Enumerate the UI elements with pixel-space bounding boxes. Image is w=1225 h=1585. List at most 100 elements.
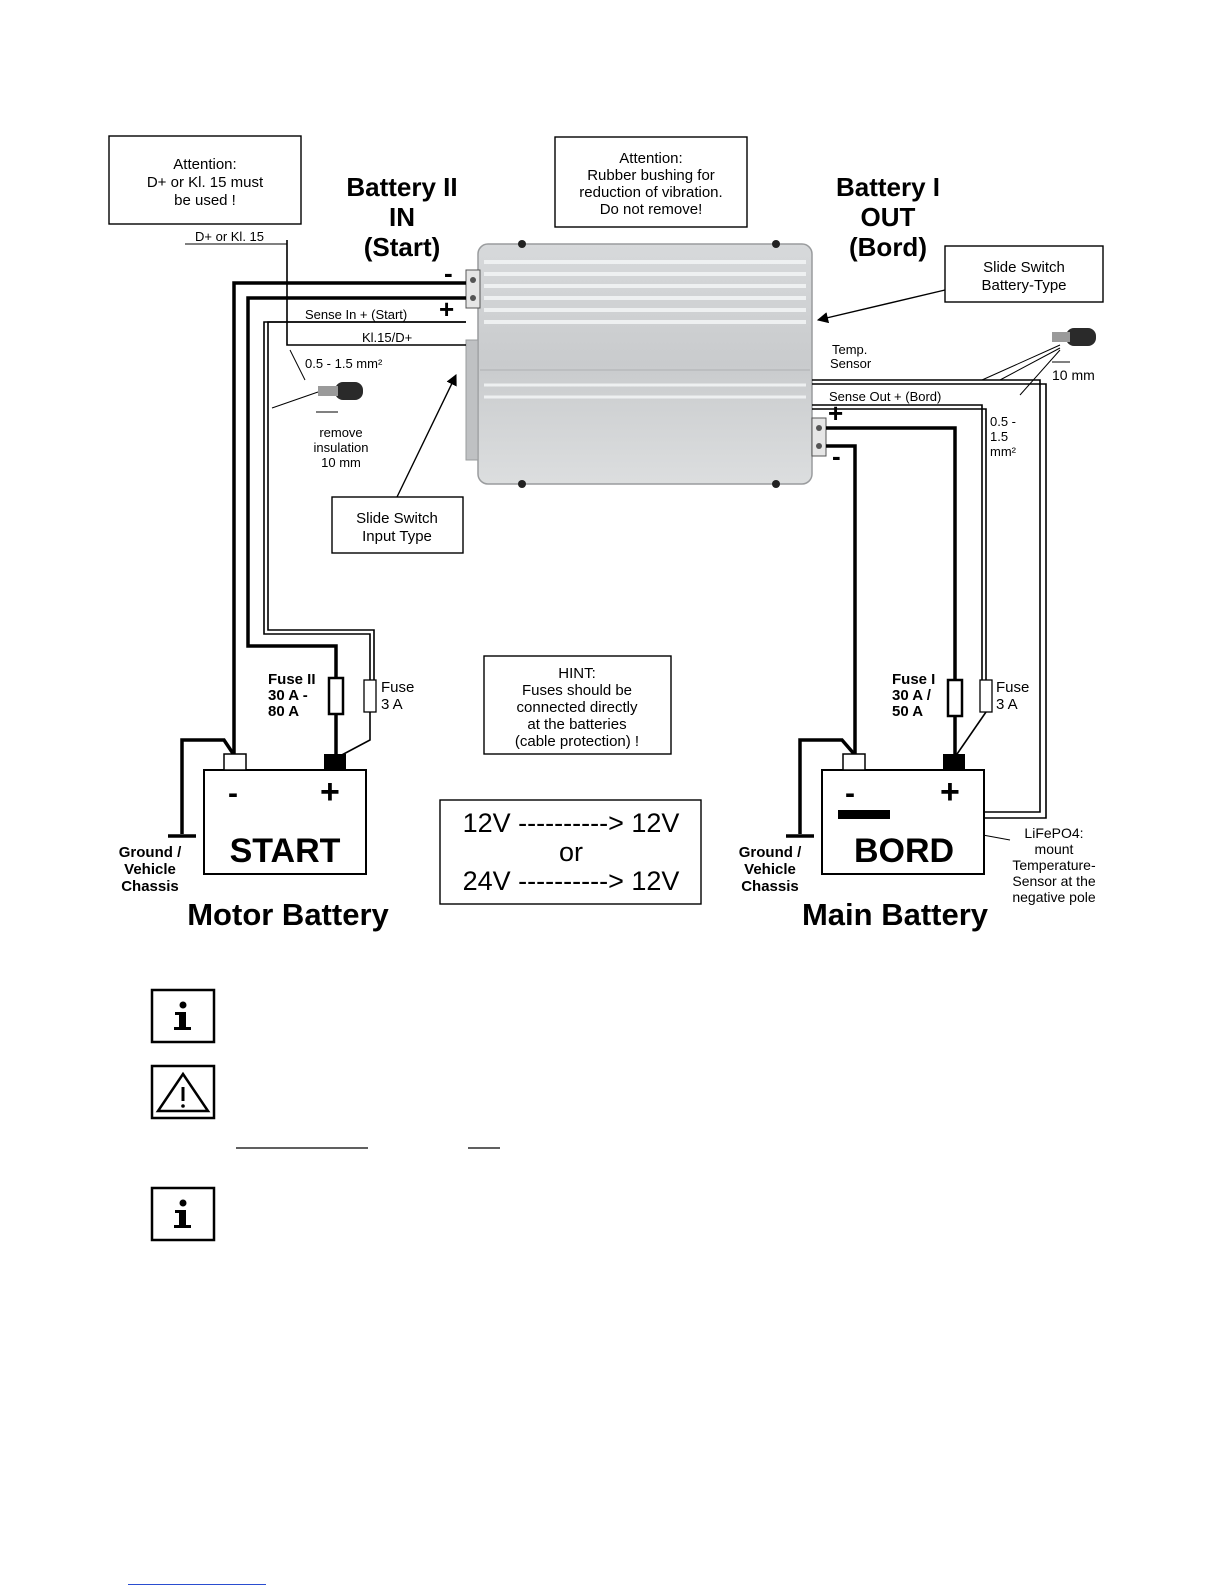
svg-text:(Bord): (Bord) [849, 232, 927, 262]
svg-text:(Start): (Start) [364, 232, 441, 262]
svg-text:Slide Switch: Slide Switch [356, 510, 438, 527]
terminal-plus-out: + [828, 398, 843, 428]
note-slide-switch-input: Slide Switch Input Type [331, 373, 464, 554]
svg-text:or: or [559, 837, 583, 867]
svg-text:30 A /: 30 A / [892, 687, 932, 704]
svg-text:-: - [228, 777, 238, 810]
svg-text:10 mm: 10 mm [321, 455, 361, 470]
svg-text:1.5: 1.5 [990, 429, 1008, 444]
label-ground-right: Ground / Vehicle Chassis [739, 844, 802, 895]
heading-battery-in: Battery II IN (Start) [346, 172, 457, 262]
svg-text:BORD: BORD [854, 832, 954, 870]
wiring-left [168, 240, 466, 838]
label-remove-insulation: remove insulation 10 mm [314, 425, 369, 470]
terminal-minus-out: - [832, 441, 841, 471]
note-hint: HINT: Fuses should be connected directly… [483, 655, 672, 755]
svg-text:START: START [230, 832, 341, 870]
info-icon [150, 988, 216, 1044]
svg-text:Ground /: Ground / [739, 844, 802, 861]
svg-text:connected directly: connected directly [517, 699, 638, 716]
svg-text:Input Type: Input Type [362, 528, 432, 545]
terminal-plus-in: + [439, 294, 454, 324]
svg-text:Battery II: Battery II [346, 172, 457, 202]
svg-text:remove: remove [319, 425, 362, 440]
note-attention-d-plus: Attention: D+ or Kl. 15 must be used ! [108, 135, 302, 225]
svg-text:HINT:: HINT: [558, 665, 596, 682]
svg-text:Chassis: Chassis [741, 878, 799, 895]
label-sense-in: Sense In + (Start) [305, 307, 407, 322]
terminal-minus-in: - [444, 258, 453, 288]
svg-text:mm²: mm² [990, 444, 1017, 459]
svg-text:at the batteries: at the batteries [527, 716, 626, 733]
svg-text:Vehicle: Vehicle [744, 861, 796, 878]
svg-text:0.5 - 1.5 mm²: 0.5 - 1.5 mm² [305, 356, 383, 371]
svg-text:3 A: 3 A [996, 696, 1018, 713]
fuse-ii: Fuse II 30 A - 80 A [268, 671, 345, 720]
svg-text:-: - [845, 777, 855, 810]
fuse-i: Fuse I 30 A / 50 A [892, 671, 964, 720]
note-voltage: 12V ----------> 12V or 24V ----------> 1… [439, 799, 702, 905]
converter-device [465, 240, 827, 488]
info-icon [150, 1186, 216, 1242]
svg-text:12V ----------> 12V: 12V ----------> 12V [463, 808, 680, 838]
svg-text:Chassis: Chassis [121, 878, 179, 895]
svg-text:Ground /: Ground / [119, 844, 182, 861]
svg-text:OUT: OUT [861, 202, 916, 232]
svg-text:Rubber bushing for: Rubber bushing for [587, 167, 715, 184]
svg-text:Fuse: Fuse [381, 679, 414, 696]
svg-text:+: + [320, 773, 340, 811]
svg-text:50 A: 50 A [892, 703, 923, 720]
svg-text:Fuse I: Fuse I [892, 671, 935, 688]
svg-text:+: + [940, 773, 960, 811]
heading-battery-out: Battery I OUT (Bord) [836, 172, 940, 262]
label-sense-out: Sense Out + (Bord) [829, 389, 941, 404]
label-motor-battery: Motor Battery [187, 897, 389, 932]
fuse-sense-right: Fuse 3 A [979, 679, 1029, 713]
note-attention-rubber: Attention: Rubber bushing for reduction … [554, 136, 748, 228]
svg-text:24V ----------> 12V: 24V ----------> 12V [463, 866, 680, 896]
svg-text:80 A: 80 A [268, 703, 299, 720]
stripped-wire-icon [271, 382, 363, 413]
label-d-plus-kl15: D+ or Kl. 15 [195, 229, 264, 244]
svg-text:Fuse: Fuse [996, 679, 1029, 696]
svg-text:Battery-Type: Battery-Type [981, 277, 1066, 294]
label-ground-left: Ground / Vehicle Chassis [119, 844, 182, 895]
svg-text:negative pole: negative pole [1012, 889, 1096, 905]
warning-triangle-icon [150, 1064, 216, 1120]
label-cross-section-right: 0.5 - 1.5 mm² [990, 414, 1017, 459]
svg-text:Attention:: Attention: [619, 150, 682, 167]
svg-text:Slide Switch: Slide Switch [983, 259, 1065, 276]
label-10mm: 10 mm [1052, 367, 1095, 383]
svg-text:Sensor: Sensor [830, 356, 872, 371]
label-main-battery: Main Battery [802, 897, 989, 932]
label-cross-section-left: 0.5 - 1.5 mm² [289, 349, 383, 381]
svg-text:Sensor at the: Sensor at the [1012, 873, 1095, 889]
label-kl15-d: Kl.15/D+ [362, 330, 412, 345]
svg-text:mount: mount [1035, 841, 1074, 857]
label-lifepo4: LiFePO4: mount Temperature- Sensor at th… [1012, 825, 1096, 905]
svg-text:30 A -: 30 A - [268, 687, 308, 704]
svg-text:Temperature-: Temperature- [1012, 857, 1096, 873]
svg-text:Do not remove!: Do not remove! [600, 201, 703, 218]
svg-text:Battery I: Battery I [836, 172, 940, 202]
svg-text:be used !: be used ! [174, 192, 236, 209]
svg-text:Attention:: Attention: [173, 156, 236, 173]
svg-text:insulation: insulation [314, 440, 369, 455]
bord-battery: - + BORD [821, 753, 985, 875]
svg-text:Fuse II: Fuse II [268, 671, 316, 688]
svg-text:D+ or Kl. 15 must: D+ or Kl. 15 must [147, 174, 264, 191]
svg-text:Fuses should be: Fuses should be [522, 682, 632, 699]
stripped-wire-icon [1052, 328, 1096, 363]
svg-text:reduction of vibration.: reduction of vibration. [579, 184, 722, 201]
svg-text:(cable protection) !: (cable protection) ! [515, 733, 639, 750]
svg-text:3 A: 3 A [381, 696, 403, 713]
start-battery: - + START [203, 753, 367, 875]
svg-text:IN: IN [389, 202, 415, 232]
note-slide-switch-battery: Slide Switch Battery-Type [816, 245, 1104, 324]
fuse-sense-left: Fuse 3 A [363, 679, 414, 713]
svg-text:Vehicle: Vehicle [124, 861, 176, 878]
svg-text:Temp.: Temp. [832, 342, 867, 357]
svg-text:LiFePO4:: LiFePO4: [1024, 825, 1083, 841]
label-temp-sensor: Temp. Sensor [830, 342, 872, 371]
